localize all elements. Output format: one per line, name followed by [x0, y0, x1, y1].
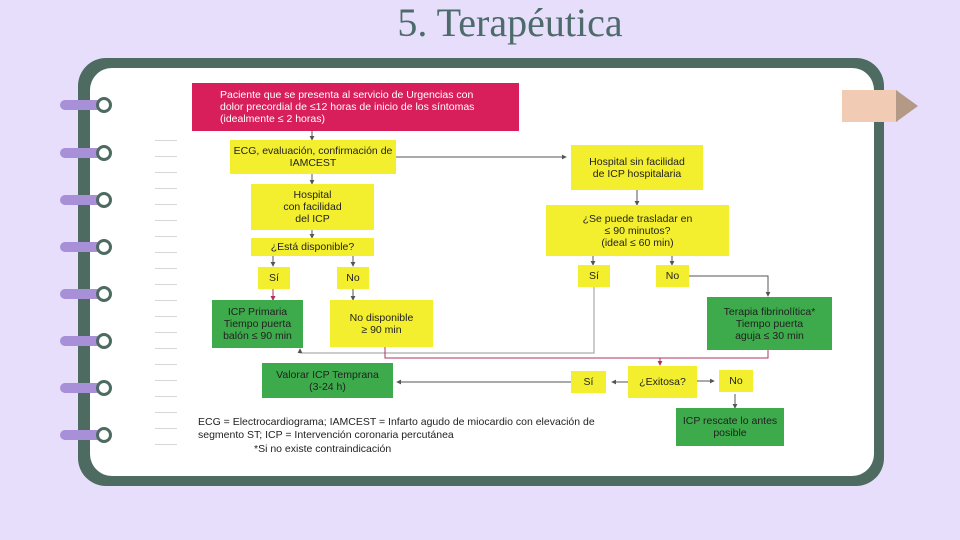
ecg-box: ECG, evaluación, confirmación de IAMCEST [230, 140, 396, 174]
si-text-3: Sí [583, 376, 594, 388]
si-box-1: Sí [258, 267, 290, 289]
ecg-text: ECG, evaluación, confirmación de IAMCEST [233, 145, 393, 169]
hospital-con-icp-box: Hospital con facilidad del ICP [251, 184, 374, 230]
slide-title: 5. Terapéutica [397, 0, 623, 45]
no-text-1: No [346, 272, 360, 284]
valorar-icp-box: Valorar ICP Temprana (3-24 h) [262, 363, 393, 398]
no-box-1: No [337, 267, 369, 289]
icp-rescate-box: ICP rescate lo antes posible [676, 408, 784, 446]
exitosa-text: ¿Exitosa? [639, 376, 686, 388]
no-box-3: No [719, 370, 753, 392]
spiral-ring [60, 286, 112, 302]
hospital-sin-icp-text: Hospital sin facilidad de ICP hospitalar… [589, 155, 685, 180]
no-disponible-box: No disponible ≥ 90 min [330, 300, 433, 347]
no-text-2: No [665, 270, 680, 282]
si-text-2: Sí [589, 270, 599, 282]
arrow-fibrinolitica-exitosa [657, 350, 769, 366]
next-arrow-icon[interactable] [896, 90, 918, 122]
patient-start-box: Paciente que se presenta al servicio de … [192, 83, 519, 131]
icp-primaria-box: ICP Primaria Tiempo puerta balón ≤ 90 mi… [212, 300, 303, 348]
legend-line-3: *Si no existe contraindicación [254, 443, 392, 455]
patient-start-text: Paciente que se presenta al servicio de … [220, 89, 475, 125]
spiral-ring [60, 97, 112, 113]
legend-line-2: segmento ST; ICP = Intervención coronari… [198, 429, 454, 441]
arrow-si-icp-primaria [297, 287, 595, 354]
icp-primaria-text: ICP Primaria Tiempo puerta balón ≤ 90 mi… [223, 306, 292, 342]
valorar-icp-text: Valorar ICP Temprana (3-24 h) [276, 368, 379, 393]
trasladar-text: ¿Se puede trasladar en ≤ 90 minutos? (id… [582, 212, 693, 249]
spiral-ring [60, 239, 112, 255]
spiral-ring [60, 380, 112, 396]
icp-rescate-text: ICP rescate lo antes posible [682, 415, 778, 439]
hospital-sin-icp-box: Hospital sin facilidad de ICP hospitalar… [571, 145, 703, 190]
no-text-3: No [729, 375, 743, 387]
trasladar-box: ¿Se puede trasladar en ≤ 90 minutos? (id… [546, 205, 729, 256]
si-box-2: Sí [578, 265, 610, 287]
legend-line-1: ECG = Electrocardiograma; IAMCEST = Infa… [198, 416, 595, 428]
arrow-no-fibrinolitica [689, 275, 771, 297]
disponible-text: ¿Está disponible? [270, 241, 355, 253]
disponible-box: ¿Está disponible? [251, 238, 374, 256]
spiral-ring [60, 145, 112, 161]
spiral-ring [60, 192, 112, 208]
si-box-3: Sí [571, 371, 606, 393]
exitosa-box: ¿Exitosa? [628, 366, 697, 398]
hospital-con-icp-text: Hospital con facilidad del ICP [283, 189, 342, 225]
spiral-ring [60, 333, 112, 349]
no-disponible-text: No disponible ≥ 90 min [349, 311, 414, 336]
bookmark-tab [842, 90, 898, 122]
si-text-1: Sí [269, 272, 279, 284]
no-box-2: No [656, 265, 689, 287]
fibrinolitica-text: Terapia fibrinolítica* Tiempo puerta agu… [723, 305, 816, 342]
fibrinolitica-box: Terapia fibrinolítica* Tiempo puerta agu… [707, 297, 832, 350]
spiral-ring [60, 427, 112, 443]
